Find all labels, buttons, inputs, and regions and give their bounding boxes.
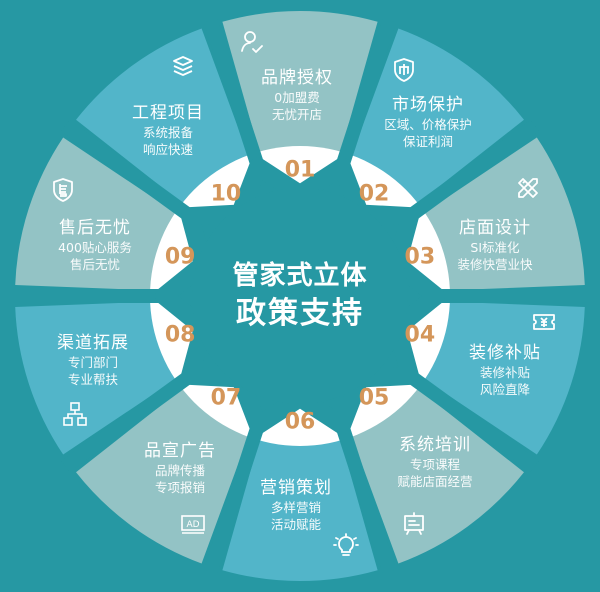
shield-service-icon: [53, 178, 73, 202]
segment-line: 专项课程: [409, 457, 461, 472]
user-check-icon: [241, 31, 263, 53]
segment-number: 01: [284, 157, 316, 183]
segment-title: 装修补贴: [469, 343, 541, 363]
segment-number: 02: [358, 181, 390, 207]
segment-text: 品宣广告 品牌传播 专项报销: [144, 440, 216, 496]
segment-line: 专项报销: [154, 480, 205, 495]
segment-title: 售后无忧: [58, 218, 131, 238]
segment-line: 品牌传播: [154, 463, 205, 478]
segment-line: 无忧开店: [271, 107, 322, 122]
segment-text: 市场保护 区域、价格保护 保证利润: [384, 94, 472, 150]
org-chart-icon: [63, 402, 87, 426]
segment-number: 06: [284, 409, 316, 435]
segment-text: 装修补贴 装修补贴 风险直降: [469, 342, 541, 398]
segment-line: 系统报备: [142, 125, 193, 140]
pencil-ruler-icon: [518, 178, 538, 198]
segment-title: 品宣广告: [144, 441, 216, 461]
segment-line: 0加盟费: [274, 90, 320, 105]
segment-title: 工程项目: [132, 103, 204, 123]
segment-title: 系统培训: [398, 435, 471, 455]
segment-text: 品牌授权 0加盟费 无忧开店: [261, 67, 333, 123]
segment-text: 工程项目 系统报备 响应快速: [132, 102, 204, 158]
segment-text: 售后无忧 400贴心服务 售后无忧: [58, 217, 132, 273]
segment-title: 市场保护: [391, 95, 464, 115]
lightbulb-icon: [333, 533, 359, 556]
segment-number: 08: [164, 322, 196, 348]
segment-line: 赋能店面经营: [397, 474, 473, 489]
yen-ticket-icon: [533, 314, 555, 330]
segment-line: 装修快营业快: [457, 257, 533, 272]
segment-line: 活动赋能: [270, 517, 321, 532]
segment-text: 营销策划 多样营销 活动赋能: [260, 477, 332, 533]
segment-line: 400贴心服务: [58, 240, 132, 255]
segment-line: 风险直降: [479, 382, 530, 397]
segment-line: 区域、价格保护: [384, 117, 472, 132]
segment-title: 营销策划: [260, 478, 332, 498]
center-title-line1: 管家式立体: [232, 261, 368, 291]
segment-line: 专业帮扶: [67, 372, 118, 387]
segment-line: 响应快速: [142, 142, 193, 157]
center-title-line2: 政策支持: [235, 296, 364, 331]
segment-number: 04: [404, 322, 436, 348]
segment-title: 品牌授权: [261, 68, 333, 88]
segment-line: SI标准化: [470, 240, 520, 255]
segment-line: 售后无忧: [69, 257, 121, 272]
segment-line: 专门部门: [67, 355, 118, 370]
segment-number: 09: [164, 244, 196, 270]
segment-title: 渠道拓展: [57, 333, 129, 353]
segment-line: 装修补贴: [479, 365, 530, 380]
segment-number: 10: [210, 181, 242, 207]
segment-number: 05: [358, 385, 390, 411]
segment-text: 店面设计 SI标准化 装修快营业快: [457, 217, 532, 273]
svg-text:AD: AD: [186, 520, 199, 530]
segment-number: 03: [404, 244, 436, 270]
ad-screen-icon: AD: [181, 515, 205, 534]
layers-icon: [173, 56, 193, 76]
segment-text: 系统培训 专项课程 赋能店面经营: [397, 434, 472, 490]
segment-line: 保证利润: [402, 134, 454, 149]
shield-market-icon: [394, 58, 414, 82]
presentation-board-icon: [404, 512, 424, 535]
segment-text: 渠道拓展 专门部门 专业帮扶: [57, 332, 129, 388]
center-title: 管家式立体 政策支持: [232, 258, 367, 334]
segment-line: 多样营销: [270, 500, 321, 515]
segment-title: 店面设计: [458, 218, 531, 238]
segment-number: 07: [210, 385, 242, 411]
